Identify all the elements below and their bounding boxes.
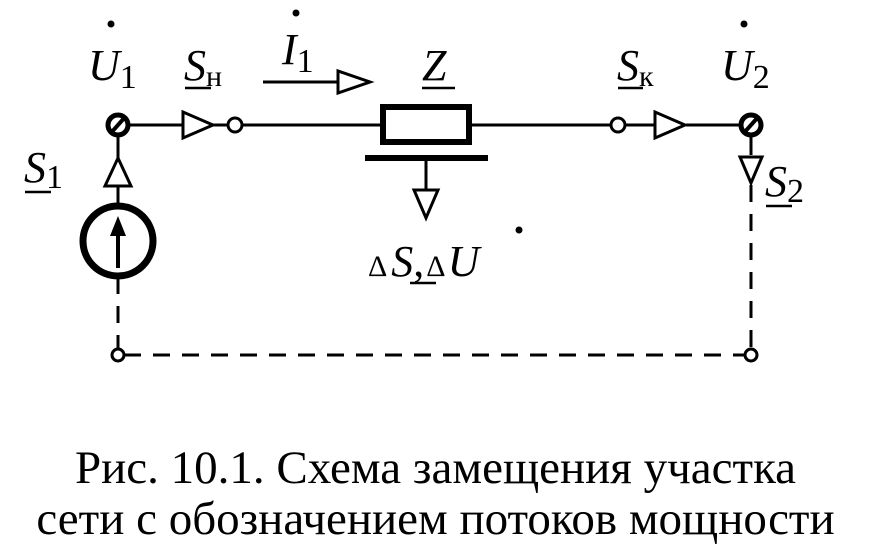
svg-text:Sк: Sк [617,41,654,93]
source-branch [79,135,157,280]
return-path [116,185,753,357]
svg-text:U1: U1 [88,41,137,96]
node-1 [105,112,131,138]
label-s-start: Sн [184,41,222,93]
label-u1: U1 [88,20,137,96]
return-node-left [110,347,126,363]
svg-text:S2: S2 [765,157,804,210]
label-s1: S1 [24,143,63,196]
s1-power-arrow [102,154,134,188]
return-node-right [743,347,759,363]
node-2 [738,112,764,138]
label-z: Z [422,41,455,90]
svg-text:ΔS,ΔU: ΔS,ΔU [368,237,483,286]
label-i1: I1 [281,9,314,80]
figure-caption-line-1: Рис. 10.1. Схема замещения участка [74,442,797,494]
svg-text:Z: Z [422,41,447,90]
svg-text:S1: S1 [24,143,63,196]
svg-text:I1: I1 [281,25,314,80]
svg-text:Sн: Sн [184,41,222,93]
start-terminal [226,116,244,134]
current-arrow [263,68,375,96]
label-u2: U2 [721,20,770,96]
end-terminal [609,116,627,134]
end-power-arrow [653,109,689,141]
label-losses: ΔS,ΔU [368,226,523,286]
impedance-z [380,104,472,145]
start-power-arrow [181,109,217,141]
losses-branch [365,155,488,222]
label-s2: S2 [765,157,804,210]
load-branch [737,135,765,187]
s2-power-arrow [737,155,765,187]
svg-text:U2: U2 [721,41,770,96]
label-s-end: Sк [617,41,654,93]
figure-caption-line-2: сети с обозначением потоков мощности [36,493,835,545]
